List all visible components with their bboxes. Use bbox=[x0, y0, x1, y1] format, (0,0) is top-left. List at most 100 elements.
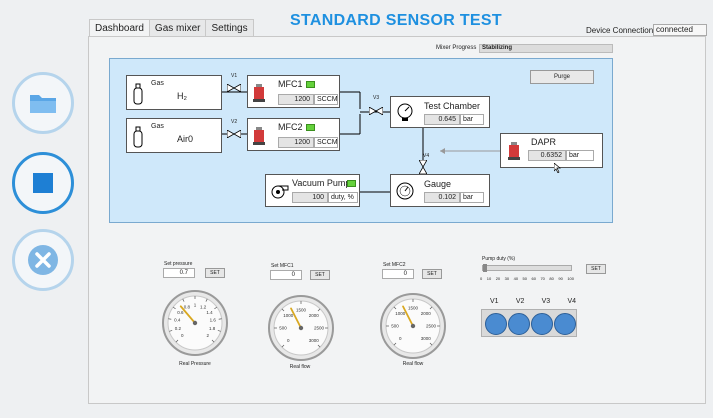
valve-state-v4 bbox=[554, 313, 576, 335]
pressure-gauge-icon bbox=[396, 182, 414, 200]
stop-button[interactable] bbox=[12, 152, 74, 214]
process-diagram: Gas H₂ Gas Air0 V1 V2 V3 V4 MFC1 bbox=[109, 58, 613, 223]
set-pressure-button[interactable]: SET bbox=[205, 268, 225, 278]
pump-duty-tick: 0 bbox=[480, 276, 483, 281]
pump-duty-tick: 10 bbox=[486, 276, 492, 281]
valve-state-label-v4: V4 bbox=[567, 298, 576, 305]
mfc1-box: MFC1 1200 SCCM bbox=[247, 75, 340, 108]
pressure-gauge-tick bbox=[169, 330, 173, 332]
valve-v2-icon[interactable] bbox=[227, 130, 241, 138]
pressure-gauge-tick-label: 1.2 bbox=[200, 304, 207, 309]
flow1-gauge-hub bbox=[298, 325, 304, 331]
flow2-gauge-tick bbox=[429, 342, 433, 346]
close-button[interactable] bbox=[12, 229, 74, 291]
pressure-gauge-tick-label: 0.8 bbox=[184, 304, 191, 309]
pump-duty-tick: 100 bbox=[567, 276, 574, 281]
valve-v3-icon[interactable] bbox=[369, 107, 383, 115]
vacuum-pump-label: Vacuum Pump bbox=[292, 178, 351, 188]
flow2-gauge-tick-label: 3000 bbox=[421, 336, 432, 341]
set-pressure-input[interactable]: 0.7 bbox=[163, 268, 195, 278]
flow2-gauge-hub bbox=[410, 323, 416, 329]
device-connection-label: Device Connection bbox=[586, 26, 654, 35]
pump-duty-tick: 20 bbox=[495, 276, 501, 281]
pressure-gauge-tick-label: 0.6 bbox=[177, 310, 184, 315]
open-folder-button[interactable] bbox=[12, 72, 74, 134]
purge-button[interactable]: Purge bbox=[530, 70, 594, 84]
pressure-gauge-tick bbox=[172, 306, 176, 310]
test-chamber-value: 0.645 bbox=[424, 114, 460, 125]
tab-settings[interactable]: Settings bbox=[205, 19, 254, 38]
pump-duty-set-button[interactable]: SET bbox=[586, 264, 606, 274]
mfc2-box: MFC2 1200 SCCM bbox=[247, 118, 340, 151]
dapr-label: DAPR bbox=[531, 137, 557, 147]
stop-icon bbox=[33, 173, 53, 193]
pressure-gauge-tick bbox=[211, 339, 215, 343]
tab-bar: Dashboard Gas mixer Settings bbox=[89, 19, 254, 39]
valve-v1-label: V1 bbox=[231, 73, 238, 79]
gas-1-label: Gas bbox=[151, 80, 164, 87]
real-flow-1-label: Real flow bbox=[289, 364, 311, 370]
left-rail bbox=[0, 0, 88, 418]
real-pressure-label: Real Pressure bbox=[179, 361, 211, 367]
valve-v3-label: V3 bbox=[373, 95, 380, 101]
vacuum-pump-value: 100 bbox=[292, 192, 328, 203]
gauge-box: Gauge 0.102 bar bbox=[390, 174, 490, 207]
flow1-gauge-tick-label: 500 bbox=[279, 326, 287, 331]
dapr-unit: bar bbox=[566, 150, 594, 161]
close-icon bbox=[28, 245, 58, 275]
gauge-value: 0.102 bbox=[424, 192, 460, 203]
flow2-gauge-tick-label: 1000 bbox=[395, 311, 406, 316]
valve-v2-label: V2 bbox=[231, 119, 238, 125]
set-mfc1-button[interactable]: SET bbox=[310, 270, 330, 280]
pump-duty-tick: 40 bbox=[513, 276, 519, 281]
pressure-gauge-tick bbox=[214, 306, 218, 310]
set-mfc2-input[interactable]: 0 bbox=[382, 269, 414, 279]
vacuum-pump-unit: duty, % bbox=[328, 192, 358, 203]
pump-duty-label: Pump duty (%) bbox=[482, 256, 516, 262]
valve-state-label-v1: V1 bbox=[490, 298, 499, 305]
pump-duty-tick: 70 bbox=[540, 276, 545, 281]
flow1-gauge-tick bbox=[281, 344, 285, 348]
vacuum-pump-status-led bbox=[347, 180, 356, 187]
mfc2-status-led bbox=[306, 124, 315, 131]
flow1-gauge-tick-label: 1000 bbox=[283, 313, 294, 318]
pump-duty-slider[interactable] bbox=[482, 264, 572, 272]
mfc-device-icon bbox=[253, 84, 265, 102]
pressure-gauge-tick-label: 1.6 bbox=[210, 318, 217, 323]
mfc1-value: 1200 bbox=[278, 94, 314, 105]
valve-state-v1 bbox=[485, 313, 507, 335]
mfc1-label: MFC1 bbox=[278, 79, 303, 89]
pump-duty-tick: 60 bbox=[531, 276, 536, 281]
folder-icon bbox=[30, 95, 56, 113]
valve-state-v2 bbox=[508, 313, 530, 335]
cursor-icon bbox=[554, 163, 561, 173]
pump-icon bbox=[271, 185, 289, 199]
flow1-gauge-tick-label: 0 bbox=[287, 338, 290, 343]
gas-cylinder-icon bbox=[133, 126, 143, 148]
valve-v4-icon[interactable] bbox=[419, 160, 427, 174]
app-title: STANDARD SENSOR TEST bbox=[290, 12, 502, 29]
pump-duty-tick: 50 bbox=[522, 276, 527, 281]
pump-duty-slider-thumb[interactable] bbox=[483, 264, 487, 272]
pressure-gauge-tick bbox=[182, 298, 185, 302]
flow1-gauge-tick-label: 3000 bbox=[309, 338, 320, 343]
pressure-gauge-tick bbox=[205, 298, 208, 302]
valve-v4-label: V4 bbox=[423, 153, 430, 159]
flow2-gauge-tick bbox=[393, 306, 397, 310]
flow1-gauge-needle bbox=[290, 307, 302, 329]
flow2-gauge-needle bbox=[402, 305, 414, 327]
valve-v1-icon[interactable] bbox=[227, 84, 241, 92]
mfc2-value: 1200 bbox=[278, 137, 314, 148]
gas-1-value: H₂ bbox=[177, 91, 187, 101]
pump-duty-tick: 90 bbox=[558, 276, 563, 281]
gas-2-label: Gas bbox=[151, 123, 164, 130]
flow2-gauge-tick-label: 500 bbox=[391, 324, 399, 329]
pump-duty-tick: 30 bbox=[504, 276, 510, 281]
flow2-gauge-tick-label: 2000 bbox=[421, 311, 432, 316]
set-mfc1-input[interactable]: 0 bbox=[270, 270, 302, 280]
set-mfc2-button[interactable]: SET bbox=[422, 269, 442, 279]
mfc1-status-led bbox=[306, 81, 315, 88]
